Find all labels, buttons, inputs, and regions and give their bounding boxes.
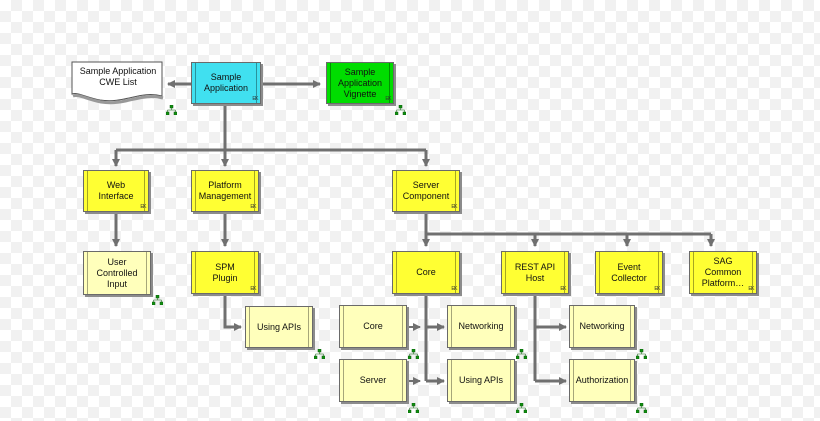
node-label: Authorization bbox=[575, 375, 629, 385]
ek-marker: EK bbox=[250, 204, 256, 210]
node-label: Server Component bbox=[402, 180, 450, 201]
node-networking-core[interactable]: Networking bbox=[447, 305, 515, 348]
node-authorization[interactable]: Authorization bbox=[569, 359, 635, 402]
node-spm-plugin[interactable]: SPM Plugin EK bbox=[191, 251, 259, 294]
hierarchy-icon[interactable] bbox=[408, 403, 419, 413]
hierarchy-icon[interactable] bbox=[395, 105, 406, 115]
node-using-apis-spm[interactable]: Using APIs bbox=[245, 306, 313, 348]
node-label: User Controlled Input bbox=[96, 256, 138, 289]
hierarchy-icon[interactable] bbox=[636, 403, 647, 413]
ek-marker: EK bbox=[451, 204, 457, 210]
node-label: Platform Management bbox=[198, 180, 252, 201]
node-sag-common-platform[interactable]: SAG Common Platform… EK bbox=[689, 251, 757, 294]
ek-marker: EK bbox=[385, 96, 391, 102]
node-server-left[interactable]: Server bbox=[339, 359, 407, 402]
hierarchy-icon[interactable] bbox=[636, 349, 647, 359]
node-sample-application[interactable]: Sample Application EK bbox=[191, 62, 261, 104]
node-label: Networking bbox=[579, 321, 625, 331]
node-label: Server bbox=[359, 375, 387, 385]
hierarchy-icon[interactable] bbox=[166, 105, 177, 115]
node-core-left[interactable]: Core bbox=[339, 305, 407, 348]
node-server-component[interactable]: Server Component EK bbox=[392, 170, 460, 212]
hierarchy-icon[interactable] bbox=[314, 349, 325, 359]
node-user-controlled-input[interactable]: User Controlled Input bbox=[83, 251, 151, 295]
document-shape bbox=[71, 61, 163, 102]
hierarchy-icon[interactable] bbox=[516, 349, 527, 359]
node-label: Core bbox=[416, 267, 436, 277]
hierarchy-icon[interactable] bbox=[516, 403, 527, 413]
hierarchy-icon[interactable] bbox=[408, 349, 419, 359]
node-web-interface[interactable]: Web Interface EK bbox=[83, 170, 149, 212]
ek-marker: EK bbox=[250, 286, 256, 292]
connector-spm-to-apis bbox=[223, 294, 242, 331]
node-rest-api-host[interactable]: REST API Host EK bbox=[501, 251, 569, 294]
node-label: Event Collector bbox=[611, 261, 647, 283]
node-label: Sample Application Vignette bbox=[337, 66, 383, 99]
ek-marker: EK bbox=[252, 96, 258, 102]
ek-marker: EK bbox=[451, 286, 457, 292]
ek-marker: EK bbox=[140, 204, 146, 210]
node-core[interactable]: Core EK bbox=[392, 251, 460, 294]
node-event-collector[interactable]: Event Collector EK bbox=[595, 251, 663, 294]
node-label: Sample Application bbox=[203, 72, 249, 93]
document-shadow bbox=[72, 94, 164, 105]
node-label: SPM Plugin bbox=[212, 261, 238, 283]
document-label: Sample Application CWE List bbox=[79, 66, 157, 87]
node-using-apis-core[interactable]: Using APIs bbox=[447, 359, 515, 402]
node-label: Networking bbox=[458, 321, 504, 331]
ek-marker: EK bbox=[560, 286, 566, 292]
node-label: REST API Host bbox=[514, 261, 556, 283]
node-label: Web Interface bbox=[98, 180, 134, 201]
hierarchy-icon[interactable] bbox=[152, 295, 163, 305]
node-label: Using APIs bbox=[458, 375, 504, 385]
node-label: Using APIs bbox=[256, 321, 302, 332]
ek-marker: EK bbox=[654, 286, 660, 292]
node-vignette[interactable]: Sample Application Vignette EK bbox=[326, 62, 394, 104]
node-networking-rest[interactable]: Networking bbox=[569, 305, 635, 348]
node-label: Core bbox=[363, 321, 383, 331]
node-platform-management[interactable]: Platform Management EK bbox=[191, 170, 259, 212]
ek-marker: EK bbox=[748, 286, 754, 292]
node-label: SAG Common Platform… bbox=[701, 256, 745, 288]
